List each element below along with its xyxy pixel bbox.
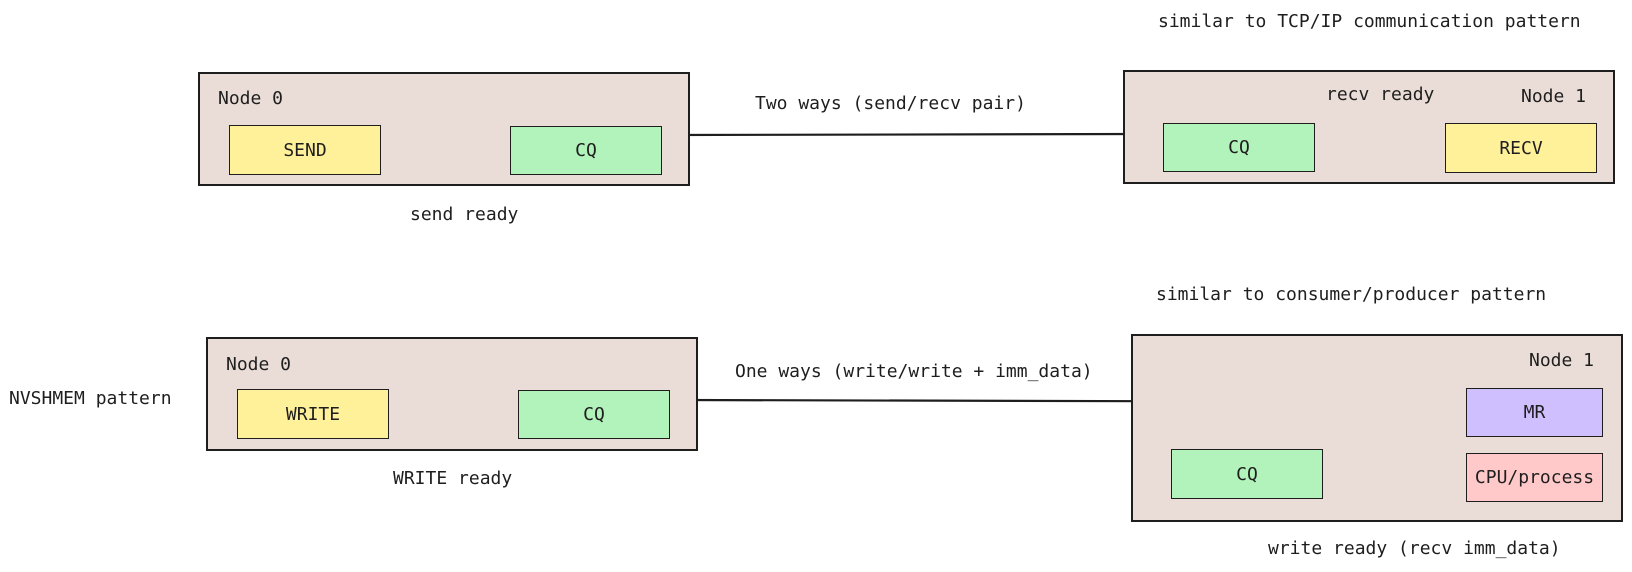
recv-block[interactable]: RECV [1445, 123, 1597, 173]
bottom-node1-title: Node 1 [1529, 350, 1595, 371]
one-ways-label: One ways (write/write + imm_data) [735, 361, 1093, 382]
send-ready-label: send ready [410, 204, 519, 225]
cpu-process-block[interactable]: CPU/process [1466, 453, 1603, 502]
bottom-pattern-note: similar to consumer/producer pattern [1156, 284, 1547, 305]
nvshmem-pattern-label: NVSHMEM pattern [9, 388, 172, 409]
top-pattern-note: similar to TCP/IP communication pattern [1158, 11, 1581, 32]
bottom-node0-cq-block[interactable]: CQ [518, 390, 670, 439]
mr-block[interactable]: MR [1466, 388, 1603, 437]
top-node0-title: Node 0 [218, 88, 284, 109]
arrow-two-ways [671, 128, 1154, 141]
send-block[interactable]: SEND [229, 125, 381, 175]
recv-ready-label: recv ready [1326, 84, 1435, 105]
top-node1-cq-block[interactable]: CQ [1163, 123, 1315, 172]
top-node0-cq-block[interactable]: CQ [510, 126, 662, 175]
bottom-node0-title: Node 0 [226, 354, 292, 375]
two-ways-label: Two ways (send/recv pair) [755, 93, 1026, 114]
write-ready-recv-imm-label: write ready (recv imm_data) [1268, 538, 1561, 559]
top-node1-title: Node 1 [1521, 86, 1587, 107]
write-block[interactable]: WRITE [237, 389, 389, 439]
bottom-node1-cq-block[interactable]: CQ [1171, 449, 1323, 499]
write-ready-label: WRITE ready [393, 468, 513, 489]
